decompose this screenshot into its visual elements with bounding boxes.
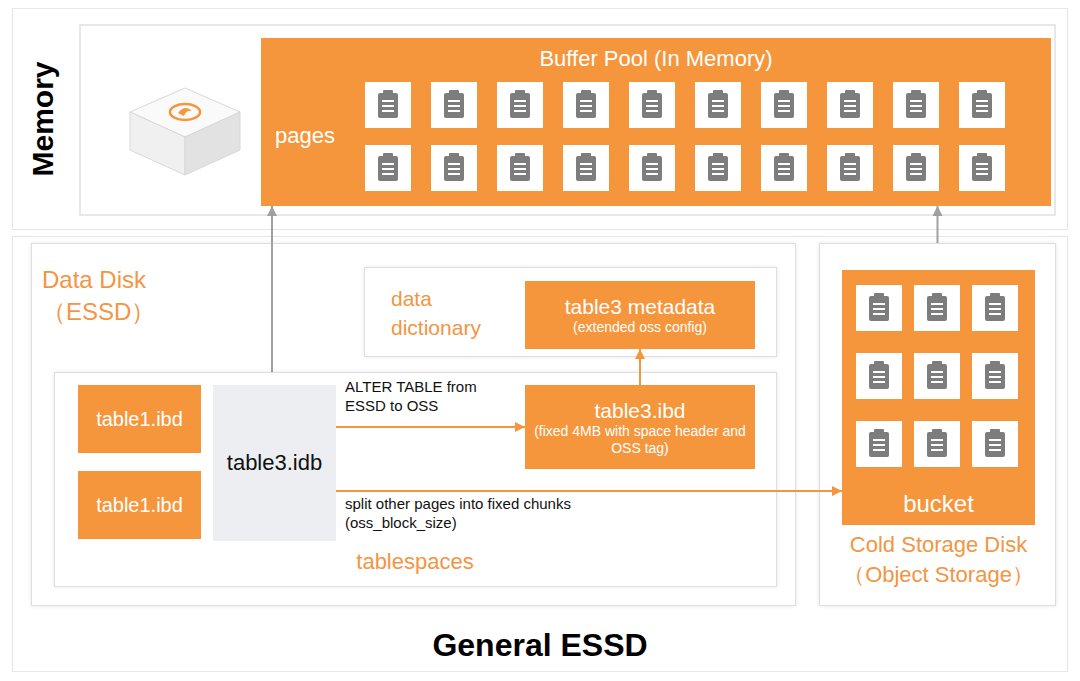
- panel-label: Cold Storage Disk （Object Storage）: [826, 530, 1051, 590]
- page-icon: [856, 421, 902, 467]
- page-icon: [629, 145, 675, 191]
- region-title: General ESSD: [13, 626, 1067, 664]
- data-disk-panel: Data Disk （ESSD）data dictionarytable3 me…: [31, 243, 796, 606]
- bucket-pages: [856, 285, 1018, 467]
- memory-region: Memory Buffer Pool (In Memory) pages: [12, 8, 1068, 230]
- arrow-connector: [336, 490, 842, 492]
- page-icon: [959, 82, 1005, 128]
- page-icon: [893, 82, 939, 128]
- arrow-connector: [937, 206, 939, 243]
- file-name: table3.ibd: [594, 398, 685, 423]
- box-note: (fixed 4MB with space header and OSS tag…: [531, 423, 749, 457]
- buffer-pages: [365, 82, 1005, 191]
- metadata-box: table3 metadata(extended oss config): [525, 281, 755, 349]
- tablespace-file: table1.ibd: [78, 471, 201, 539]
- cube-right: [185, 112, 240, 175]
- page-icon: [856, 285, 902, 331]
- page-icon: [497, 145, 543, 191]
- bucket-box: bucket: [842, 270, 1035, 525]
- cube-logo: [170, 104, 200, 120]
- page-icon: [629, 82, 675, 128]
- mysql-cube: [130, 88, 240, 175]
- page-icon: [497, 82, 543, 128]
- page-icon: [893, 145, 939, 191]
- page-icon: [827, 145, 873, 191]
- box-title: table3 metadata: [565, 294, 716, 319]
- page-icon: [431, 82, 477, 128]
- cube-logo-mark: [178, 108, 192, 116]
- page-icon: [914, 285, 960, 331]
- essd-region: General ESSD Data Disk （ESSD） data diction…: [12, 236, 1068, 672]
- edge-label: split other pages into fixed chunks (oss…: [345, 494, 645, 532]
- page-icon: [827, 82, 873, 128]
- page-icon: [695, 82, 741, 128]
- box-label: bucket: [842, 490, 1035, 519]
- file-name: table1.ibd: [96, 407, 183, 431]
- page-icon: [761, 82, 807, 128]
- buffer-pool: Buffer Pool (In Memory) pages: [261, 38, 1051, 206]
- page-icon: [563, 82, 609, 128]
- data-dictionary-panel: data dictionarytable3 metadata(extended …: [364, 267, 777, 357]
- region-title: Memory: [25, 61, 61, 176]
- tablespace-file: table3.idb: [213, 385, 336, 541]
- page-icon: [365, 82, 411, 128]
- box-label: pages: [275, 123, 365, 149]
- cube-left: [130, 112, 185, 175]
- arrow-connector: [271, 206, 273, 372]
- tablespace-file: table1.ibd: [78, 385, 201, 453]
- page-icon: [365, 145, 411, 191]
- arrow-connector: [639, 349, 641, 385]
- file-name: table1.ibd: [96, 493, 183, 517]
- panel-label: Data Disk （ESSD）: [42, 264, 192, 328]
- panel-label: tablespaces: [315, 549, 515, 575]
- page-icon: [761, 145, 807, 191]
- memory-panel: [80, 25, 1055, 215]
- cold-storage-panel: Cold Storage Disk （Object Storage） bucket: [819, 243, 1056, 606]
- page-icon: [914, 353, 960, 399]
- page-icon: [972, 421, 1018, 467]
- page-icon: [856, 353, 902, 399]
- arrow-connector: [336, 426, 525, 428]
- page-icon: [695, 145, 741, 191]
- tablespace-file: table3.ibd(fixed 4MB with space header a…: [525, 385, 755, 469]
- panel-label: data dictionary: [391, 284, 511, 342]
- page-icon: [563, 145, 609, 191]
- file-name: table3.idb: [227, 450, 322, 476]
- page-icon: [914, 421, 960, 467]
- box-note: (extended oss config): [573, 319, 707, 336]
- box-title: Buffer Pool (In Memory): [261, 46, 1051, 72]
- cube-top: [130, 88, 240, 137]
- page-icon: [972, 353, 1018, 399]
- page-icon: [431, 145, 477, 191]
- page-icon: [959, 145, 1005, 191]
- edge-label: ALTER TABLE from ESSD to OSS: [345, 377, 505, 415]
- page-icon: [972, 285, 1018, 331]
